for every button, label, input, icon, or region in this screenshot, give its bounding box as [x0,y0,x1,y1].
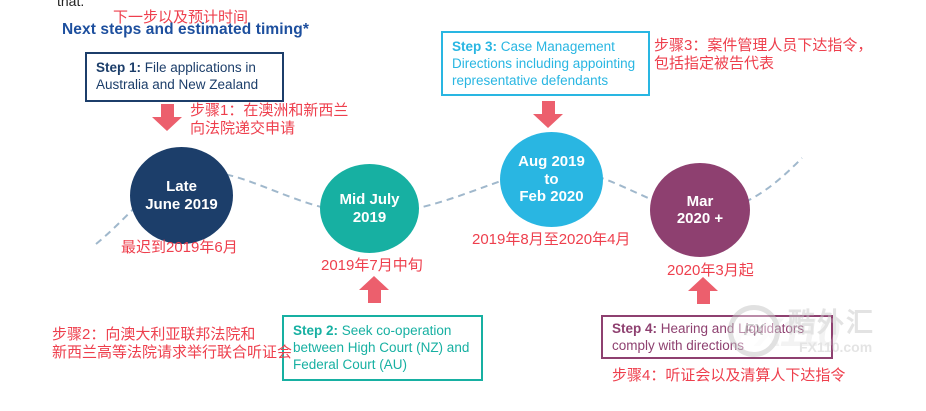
arrow-down-icon [152,104,182,131]
milestone3-date-zh: 2019年8月至2020年4月 [472,231,631,248]
milestone1-date-zh: 最迟到2019年6月 [121,239,238,256]
arrow-up-icon [688,277,718,304]
step2-box: Step 2: Seek co-operation between High C… [282,315,483,381]
step3-annotation-zh: 步骤3：案件管理人员下达指令， 包括指定被告代表 [654,37,873,72]
step1-box: Step 1: File applications in Australia a… [85,52,284,102]
step2-annotation-zh: 步骤2：向澳大利亚联邦法院和 新西兰高等法院请求举行联合听证会 [52,326,293,361]
milestone-circle-late-june-2019: Late June 2019 [130,147,233,244]
milestone-circle-mid-july-2019: Mid July 2019 [320,164,419,253]
step2-label: Step 2: [293,323,339,338]
milestone-circle-mar-2020: Mar 2020 + [650,163,750,257]
page-title-chinese: 下一步以及预计时间 [113,9,249,26]
fx110-watermark: FX110 FX 酷外汇 FX110.com [695,295,905,380]
step4-annotation-zh: 步骤4：听证会以及清算人下达指令 [612,367,846,384]
milestone2-date-zh: 2019年7月中旬 [321,257,423,274]
watermark-site-url: FX110.com [799,339,873,355]
step1-annotation-zh: 步骤1：在澳洲和新西兰 向法院递交申请 [190,102,349,137]
page-title: Next steps and estimated timing* [62,21,309,38]
arrow-down-icon [533,101,563,128]
watermark-name-zh: 酷外汇 [788,308,875,338]
step3-label: Step 3: [452,39,498,54]
step4-label: Step 4: [612,321,658,336]
cropped-sentence-fragment: that. [57,0,85,9]
milestone-circle-aug2019-feb2020: Aug 2019 to Feb 2020 [500,132,603,227]
arrow-up-icon [359,276,389,303]
milestone4-date-zh: 2020年3月起 [667,262,754,279]
step3-text: Case Management Directions including app… [452,39,636,88]
fx110-logo-icon: FX [728,305,780,357]
step1-text: File applications in Australia and New Z… [96,60,259,92]
step1-label: Step 1: [96,60,142,75]
step2-text: Seek co-operation between High Court (NZ… [293,323,470,372]
step3-box: Step 3: Case Management Directions inclu… [441,31,650,96]
